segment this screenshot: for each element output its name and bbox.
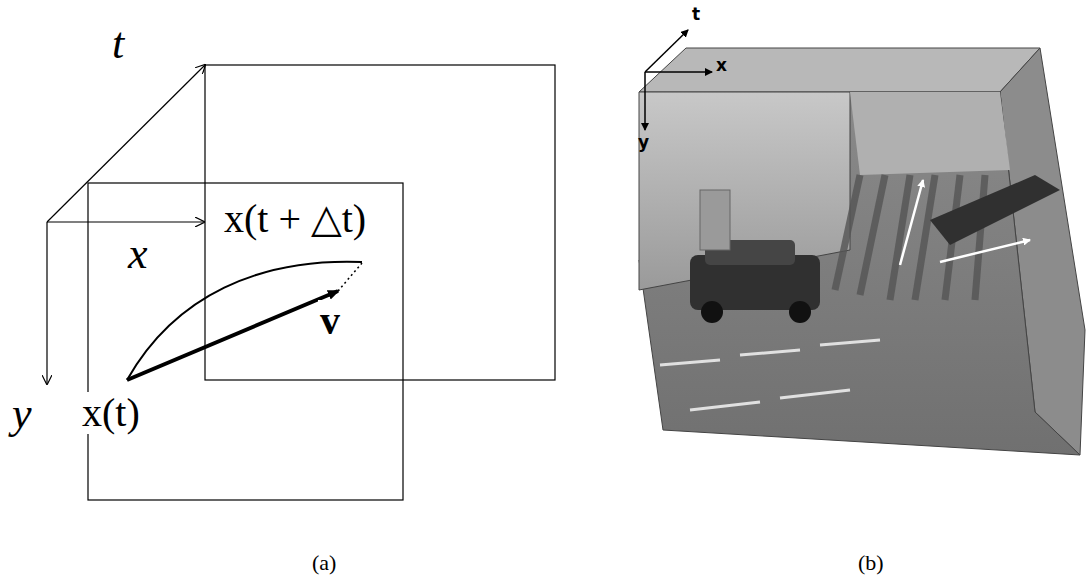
axis-label: y (638, 134, 649, 151)
t-axis (645, 30, 688, 72)
t-axis (47, 65, 205, 222)
frame-front (88, 183, 403, 500)
panel-label: (b) (858, 552, 884, 574)
x-axis (645, 71, 712, 73)
motion-arrow (940, 240, 1030, 262)
trajectory (127, 262, 362, 380)
panel-b (639, 30, 1085, 455)
panel-a (47, 65, 555, 500)
frame-back (205, 65, 555, 380)
position-label: x(t + △t) (222, 198, 368, 240)
axis-label: t (112, 22, 124, 66)
axis-label: x (128, 232, 148, 276)
y-axis (46, 222, 47, 384)
axis-label: t (692, 6, 700, 23)
background-scene (850, 92, 1010, 175)
sign (700, 190, 730, 250)
axis-label: x (716, 57, 727, 74)
axis-label: y (12, 392, 32, 436)
car-trace (930, 175, 1060, 245)
y-axis (644, 72, 646, 130)
road-marks (660, 340, 880, 410)
cube-slice (639, 92, 1080, 455)
x-axis (47, 221, 204, 222)
panel-label: (a) (312, 552, 336, 574)
velocity-vector (127, 291, 338, 380)
cube-top (639, 48, 1040, 92)
position-label: x(t) (80, 392, 142, 434)
vector-label: v (318, 300, 342, 342)
motion-arrow (900, 180, 923, 265)
dotted-line (338, 263, 362, 291)
